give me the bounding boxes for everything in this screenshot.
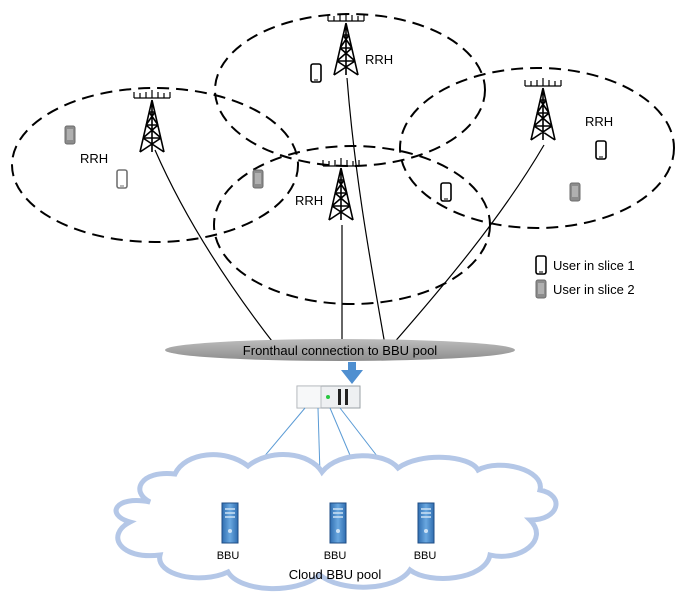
user-slice1-icon	[440, 182, 452, 202]
user-slice1-icon	[595, 140, 607, 160]
fronthaul-link-2	[346, 77, 386, 346]
fronthaul-link-1	[154, 149, 276, 346]
distribution-arrow	[316, 407, 323, 475]
bbu-server-icon	[329, 502, 347, 544]
rrh-label-4: RRH	[585, 114, 613, 129]
user-slice1-icon	[310, 63, 322, 83]
coverage-cell-1	[11, 87, 299, 243]
antenna-tower-icon	[322, 157, 360, 221]
antenna-tower-icon	[327, 12, 365, 76]
user-slice1-icon	[116, 169, 128, 189]
bbu-server-icon	[417, 502, 435, 544]
user-slice2-icon	[64, 125, 76, 145]
down-arrow-icon	[341, 362, 363, 384]
bbu-label-1: BBU	[217, 550, 240, 562]
user-slice2-icon	[569, 182, 581, 202]
bbu-switch-icon	[296, 385, 361, 409]
rrh-label-1: RRH	[80, 151, 108, 166]
cloud-label: Cloud BBU pool	[289, 567, 382, 582]
rrh-label-3: RRH	[295, 193, 323, 208]
legend-slice2-icon	[535, 279, 547, 299]
antenna-tower-icon	[524, 77, 562, 141]
bbu-label-2: BBU	[324, 550, 347, 562]
rrh-label-2: RRH	[365, 52, 393, 67]
legend-slice1-label: User in slice 1	[553, 258, 635, 273]
coverage-cell-4	[399, 67, 675, 229]
fronthaul-link-4	[391, 144, 545, 346]
fronthaul-label: Fronthaul connection to BBU pool	[243, 343, 438, 358]
antenna-tower-icon	[133, 89, 171, 153]
user-slice2-icon	[252, 169, 264, 189]
coverage-cell-2	[214, 13, 486, 167]
legend-slice2-label: User in slice 2	[553, 282, 635, 297]
fronthaul-bar	[165, 339, 515, 361]
bbu-server-icon	[221, 502, 239, 544]
legend-slice1-icon	[535, 255, 547, 275]
bbu-label-3: BBU	[414, 550, 437, 562]
